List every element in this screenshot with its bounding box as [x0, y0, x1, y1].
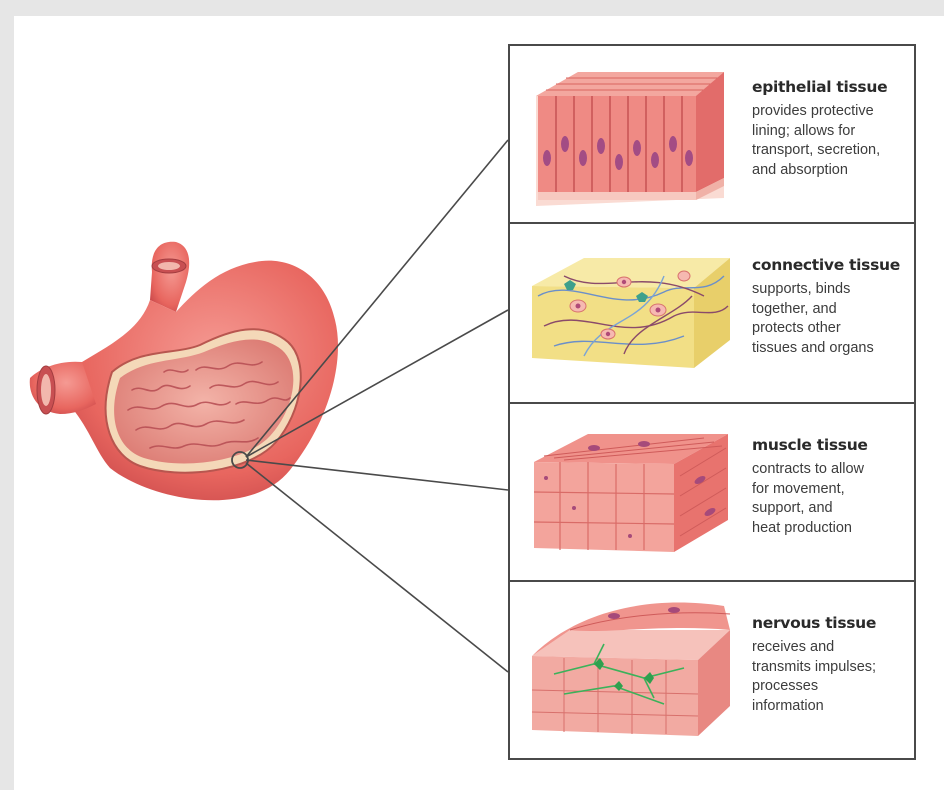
- tissue-panel-connective: connective tissue supports, binds togeth…: [508, 222, 916, 404]
- tissue-panel-nervous: nervous tissue receives and transmits im…: [508, 580, 916, 760]
- tissue-title: epithelial tissue: [752, 78, 912, 96]
- epithelial-columns: [538, 96, 696, 192]
- nerve-cells-icon: [524, 594, 734, 744]
- tissue-title: connective tissue: [752, 256, 912, 274]
- tissue-description: supports, binds together, and protects o…: [752, 280, 912, 358]
- epithelial-cells-icon: [524, 58, 734, 208]
- tissue-description: provides protective lining; allows for t…: [752, 102, 912, 180]
- tissue-panel-muscle: muscle tissue contracts to allow for mov…: [508, 402, 916, 582]
- connective-fibers-icon: [524, 236, 734, 386]
- stomach-cutaway-icon: [30, 242, 338, 501]
- tissue-title: muscle tissue: [752, 436, 912, 454]
- tissue-title: nervous tissue: [752, 614, 912, 632]
- muscle-fibers-icon: [524, 416, 734, 566]
- tissue-panel-epithelial: epithelial tissue provides protective li…: [508, 44, 916, 224]
- tissue-description: receives and transmits impulses; process…: [752, 638, 912, 716]
- tissue-description: contracts to allow for movement, support…: [752, 460, 912, 538]
